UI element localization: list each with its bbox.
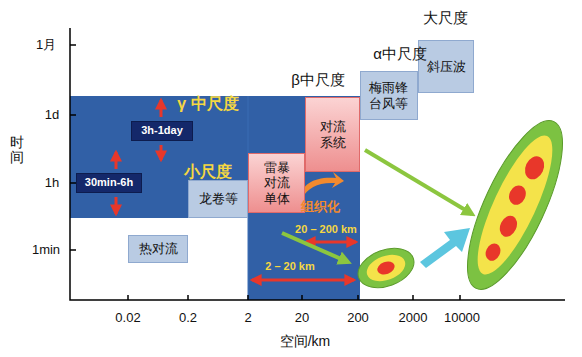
- scale-name: γ 中尺度: [177, 95, 238, 113]
- axis-tick-label: 2: [244, 311, 251, 325]
- axis-tick-label: 1d: [45, 108, 59, 122]
- axes: [70, 28, 565, 300]
- axis-tick-label: 0.2: [179, 311, 197, 325]
- axis-tick-label: 20: [295, 311, 309, 325]
- axis-tick-label: 200: [347, 311, 369, 325]
- axis-tick-label: 1min: [32, 243, 60, 257]
- axis-tick-label: 10000: [444, 311, 480, 325]
- convection-box: 对流系统: [305, 97, 360, 172]
- scale-box: 龙卷等: [188, 180, 248, 218]
- axis-title: 时间: [10, 135, 24, 166]
- axis-tick-label: 0.02: [115, 311, 140, 325]
- small-echo: [353, 241, 420, 295]
- node-text: 龙卷等: [199, 191, 238, 207]
- node-text: 斜压波: [427, 59, 466, 75]
- large-echo: [449, 109, 581, 301]
- scale-name: β中尺度: [291, 72, 345, 89]
- range-label: 20 – 200 km: [295, 223, 357, 235]
- convection-box: 雷暴对流单体: [248, 153, 305, 213]
- organize-swirl: [302, 172, 344, 198]
- time-range-box: 3h-1day: [131, 121, 193, 141]
- range-arrows: [116, 100, 356, 280]
- range-label: 2 – 20 km: [265, 260, 315, 272]
- scale-name: 小尺度: [184, 163, 232, 181]
- axis-title: 空间/km: [280, 334, 331, 349]
- scale-box: 热对流: [128, 235, 188, 263]
- node-text: 雷暴对流单体: [262, 160, 291, 207]
- process-label: 组织化: [301, 200, 340, 214]
- scale-box: 梅雨锋 台风等: [360, 71, 418, 120]
- scale-region: [70, 96, 360, 300]
- node-text: 3h-1day: [141, 124, 183, 137]
- axis-tick-label: 2000: [399, 311, 428, 325]
- axis-tick-label: 1h: [45, 176, 59, 190]
- node-text: 梅雨锋 台风等: [368, 80, 411, 111]
- scale-name: 大尺度: [423, 10, 468, 27]
- node-text: 对流系统: [318, 119, 347, 150]
- node-text: 30min-6h: [85, 176, 133, 189]
- node-text: 热对流: [139, 241, 178, 257]
- growth-arrow: [420, 228, 470, 268]
- scale-name: α中尺度: [373, 46, 427, 63]
- axis-tick-label: 1月: [36, 38, 56, 52]
- time-range-box: 30min-6h: [76, 173, 142, 193]
